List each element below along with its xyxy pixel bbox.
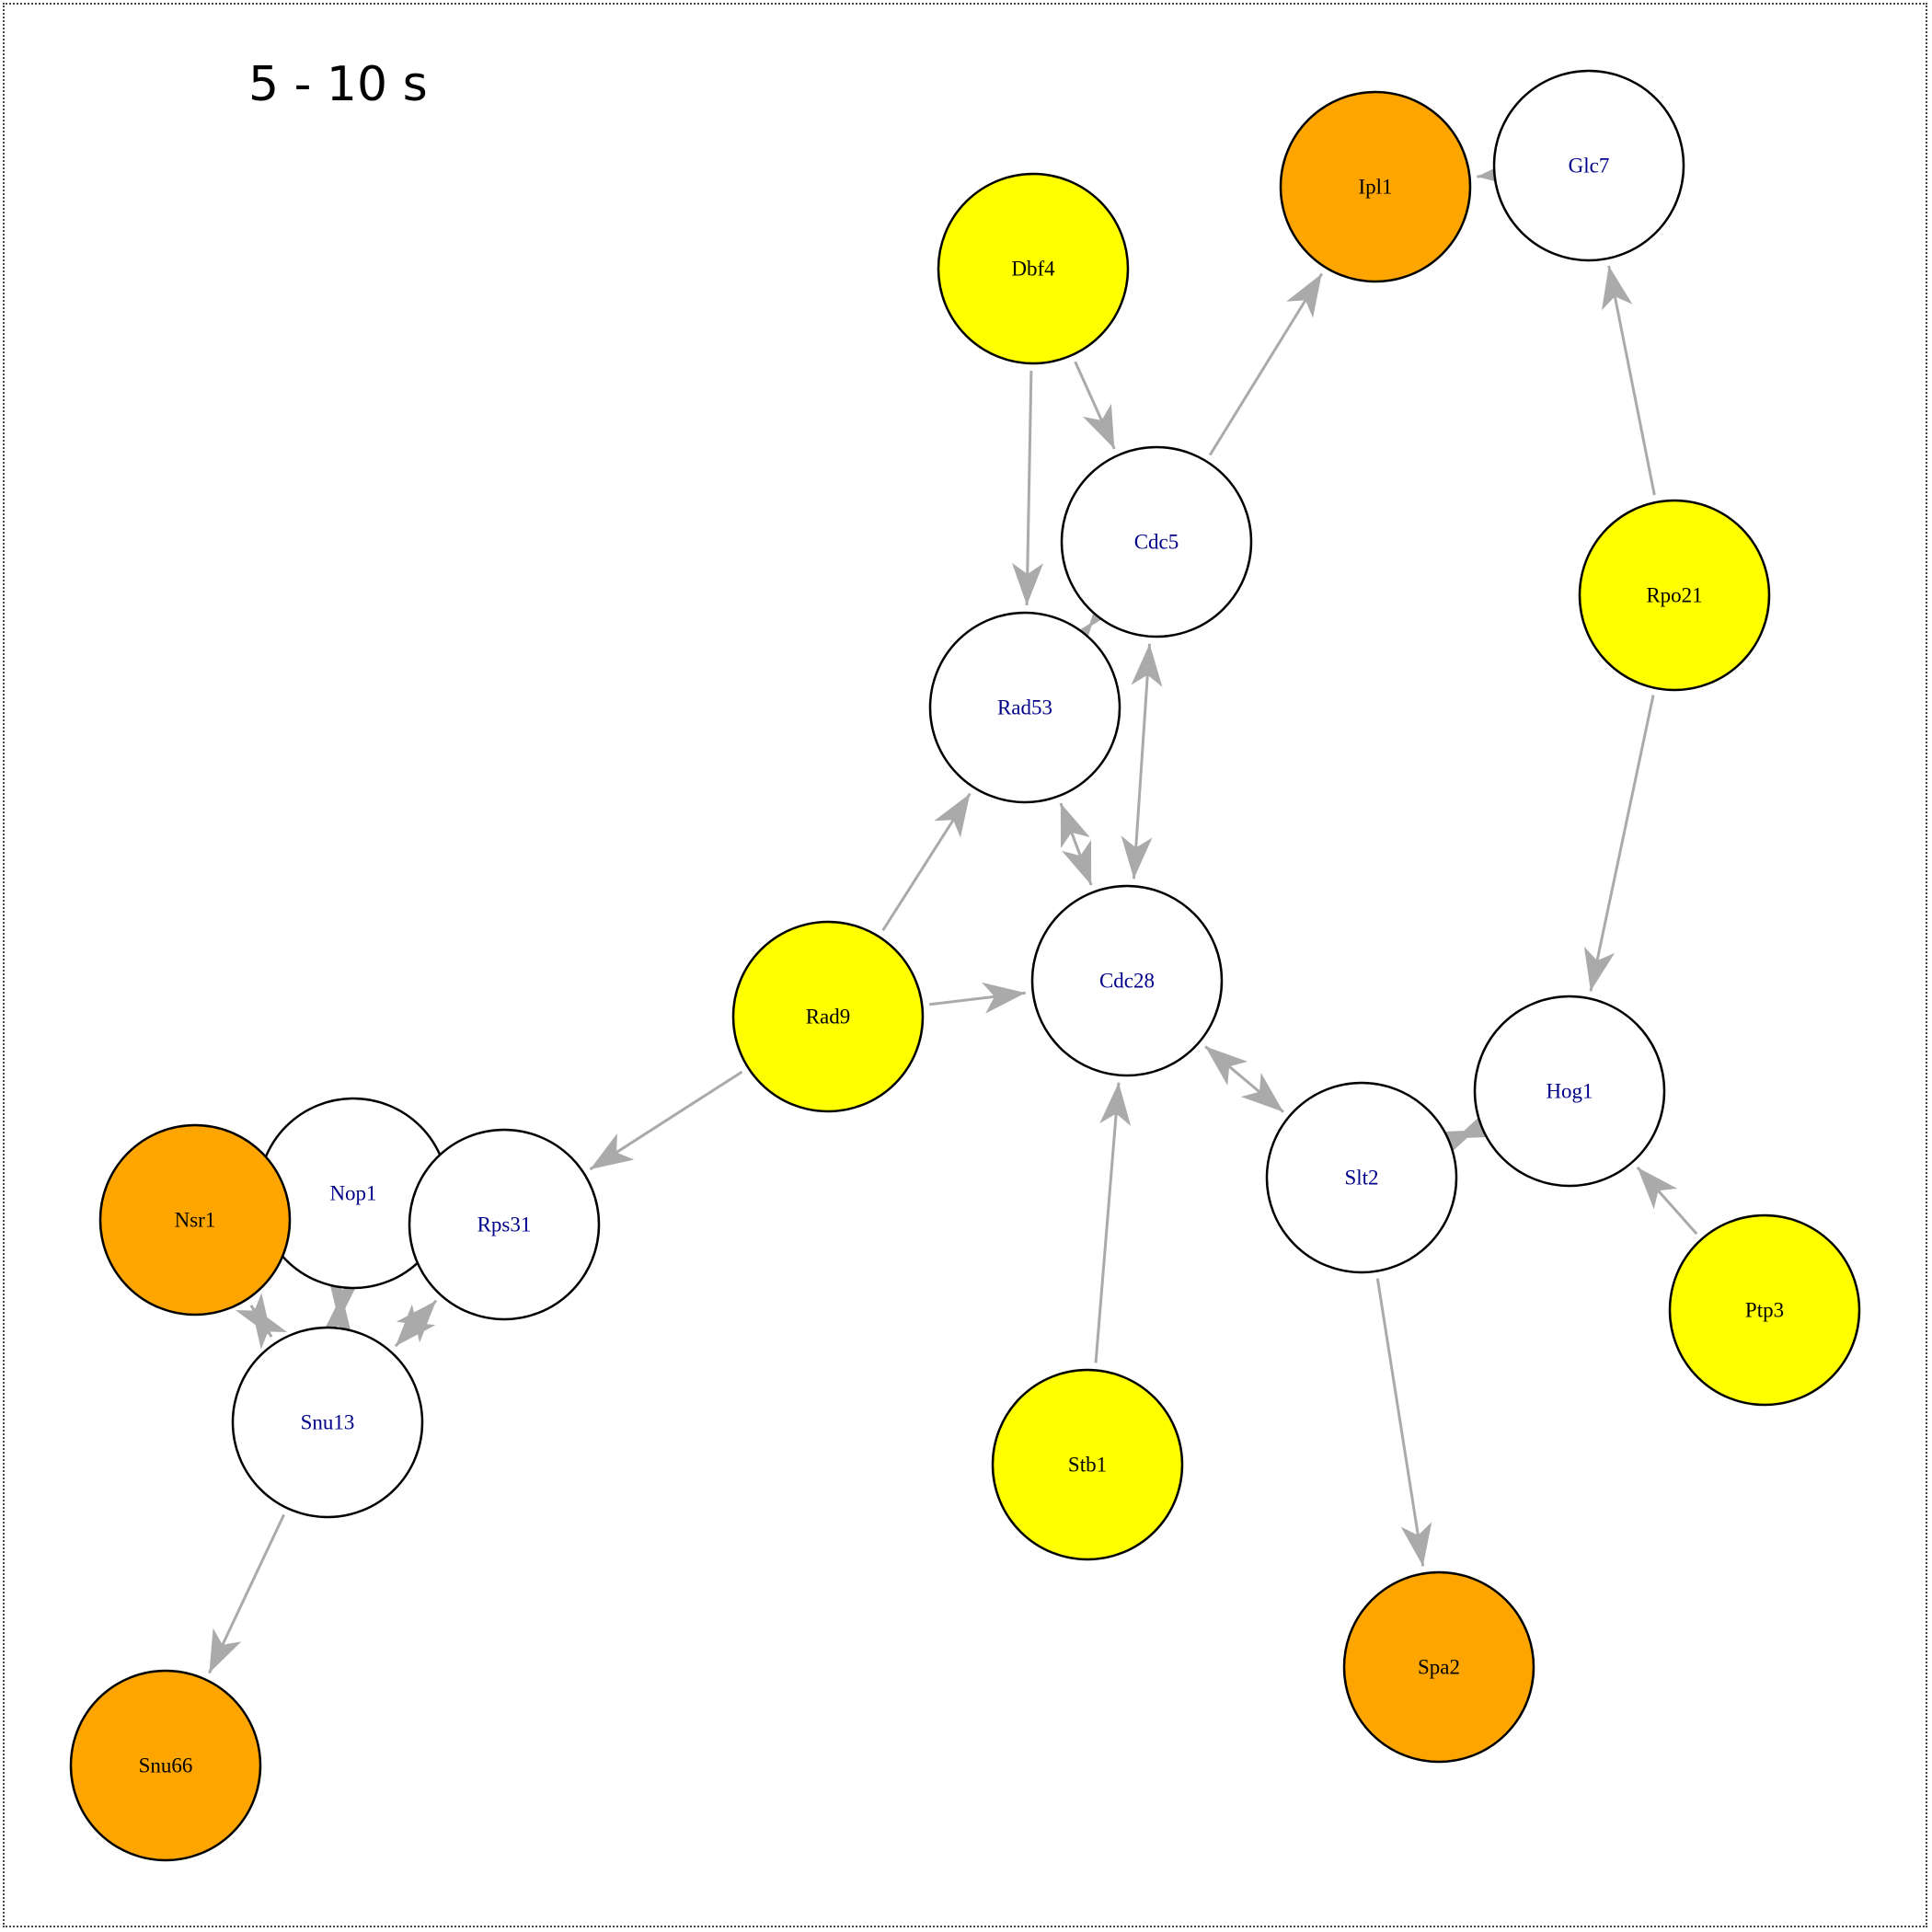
figure-title: 5 - 10 s (248, 57, 428, 112)
node-circle (1279, 90, 1472, 283)
arrowhead-cdc28 (1205, 1046, 1248, 1086)
node-circle (98, 1123, 292, 1317)
node-circle (1492, 69, 1685, 262)
node-label: Snu66 (139, 1754, 193, 1777)
node-circle (1342, 1570, 1535, 1764)
node-circle (408, 1128, 601, 1321)
arrowhead-cdc28 (1099, 1082, 1132, 1126)
node-circle (731, 920, 925, 1113)
arrowhead-cdc5 (1082, 403, 1115, 449)
edge-stb1-cdc28 (1094, 1082, 1121, 1363)
node-label: Ipl1 (1358, 176, 1392, 199)
node-cdc28: Cdc28 (1030, 884, 1224, 1077)
arrowhead-rad53 (1011, 562, 1043, 606)
node-label: Ptp3 (1745, 1299, 1784, 1322)
node-snu66: Snu66 (69, 1669, 262, 1862)
arrowhead-rad53 (1060, 802, 1090, 849)
arrowhead-ipl1 (1286, 273, 1322, 318)
arrowhead-cdc5 (1131, 643, 1163, 687)
node-rad53: Rad53 (928, 611, 1121, 804)
node-circle (1473, 995, 1666, 1188)
edge-rpo21-glc7 (1607, 265, 1656, 496)
node-cdc5: Cdc5 (1060, 445, 1253, 638)
node-snu13: Snu13 (231, 1326, 424, 1519)
node-stb1: Stb1 (991, 1368, 1184, 1561)
node-label: Rad53 (997, 696, 1052, 719)
edge-cdc5-cdc28 (1132, 643, 1152, 880)
node-label: Slt2 (1344, 1167, 1378, 1190)
node-label: Rpo21 (1646, 584, 1702, 607)
node-circle (69, 1669, 262, 1862)
edge-dbf4-rad53 (1025, 370, 1033, 606)
node-label: Dbf4 (1011, 258, 1055, 281)
node-dbf4: Dbf4 (937, 172, 1130, 365)
arrowhead-snu66 (209, 1627, 242, 1673)
arrowhead-cdc28 (982, 982, 1026, 1014)
node-circle (1578, 499, 1771, 692)
node-label: Cdc5 (1134, 531, 1179, 554)
arrowhead-slt2 (1240, 1073, 1283, 1112)
node-label: Nsr1 (175, 1209, 216, 1232)
node-rps31: Rps31 (408, 1128, 601, 1321)
node-glc7: Glc7 (1492, 69, 1685, 262)
edge-layer (208, 156, 1698, 1674)
edge-cdc5-ipl1 (1208, 272, 1324, 456)
arrowhead-cdc28 (1121, 835, 1153, 880)
node-label: Spa2 (1418, 1656, 1460, 1679)
arrowhead-rps31 (396, 1300, 437, 1343)
node-slt2: Slt2 (1265, 1081, 1458, 1274)
node-spa2: Spa2 (1342, 1570, 1535, 1764)
node-circle (991, 1368, 1184, 1561)
arrowhead-spa2 (1400, 1522, 1432, 1567)
node-rpo21: Rpo21 (1578, 499, 1771, 692)
arrowhead-rps31 (590, 1133, 635, 1170)
node-rad9: Rad9 (731, 920, 925, 1113)
node-label: Nop1 (329, 1182, 376, 1205)
node-nsr1: Nsr1 (98, 1123, 292, 1317)
node-circle (1668, 1213, 1861, 1407)
node-circle (1060, 445, 1253, 638)
arrowhead-cdc28 (1062, 839, 1092, 886)
node-hog1: Hog1 (1473, 995, 1666, 1188)
arrowhead-glc7 (1601, 265, 1633, 311)
node-circle (1030, 884, 1224, 1077)
node-ipl1: Ipl1 (1279, 90, 1472, 283)
node-label: Rad9 (806, 1006, 851, 1029)
node-circle (1265, 1081, 1458, 1274)
node-label: Stb1 (1068, 1454, 1107, 1477)
node-circle (928, 611, 1121, 804)
node-label: Hog1 (1546, 1080, 1593, 1103)
node-ptp3: Ptp3 (1668, 1213, 1861, 1407)
node-circle (937, 172, 1130, 365)
node-label: Glc7 (1569, 155, 1610, 178)
arrowhead-hog1 (1583, 946, 1616, 992)
arrowhead-snu13 (395, 1304, 436, 1347)
node-circle (231, 1326, 424, 1519)
arrowhead-rad53 (934, 793, 971, 838)
node-label: Cdc28 (1099, 970, 1155, 993)
edge-slt2-spa2 (1375, 1278, 1425, 1567)
node-label: Snu13 (301, 1411, 355, 1434)
node-label: Rps31 (477, 1213, 532, 1236)
arrowhead-nsr1 (250, 1305, 288, 1350)
edge-rpo21-hog1 (1589, 695, 1655, 992)
arrowhead-hog1 (1637, 1167, 1678, 1210)
figure-border (3, 3, 1927, 1927)
